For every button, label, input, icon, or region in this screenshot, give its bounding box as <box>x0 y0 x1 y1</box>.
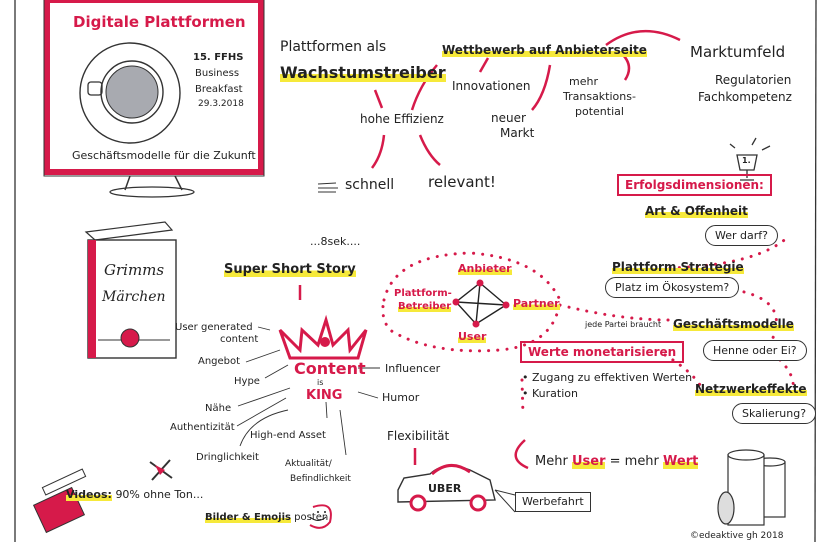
monetize-bullet-2-text: Kuration <box>532 387 578 400</box>
content-highend: High-end Asset <box>250 430 326 441</box>
smiley-icon <box>309 504 332 529</box>
monitor-icon <box>43 0 265 198</box>
result-user: User <box>571 454 606 469</box>
network-diamond <box>454 282 508 325</box>
success-item-2: Plattform Strategie <box>612 260 744 275</box>
network-left-1: Plattform- <box>394 288 452 299</box>
party-note: jede Partei braucht <box>585 320 662 329</box>
growth-intro: Plattformen als <box>280 39 387 55</box>
images-text: posten <box>294 512 329 523</box>
innovations-label: Innovationen <box>452 79 531 93</box>
videos-text: 90% ohne Ton... <box>115 488 204 501</box>
competition-headline: Wettbewerb auf Anbieterseite <box>442 43 647 58</box>
book-title-2: Märchen <box>102 289 166 305</box>
network-right: Partner <box>513 297 560 311</box>
relevant-label: relevant! <box>428 173 496 191</box>
flex-label: Flexibilität <box>387 429 450 443</box>
transactions-line3: potential <box>575 105 624 118</box>
result-mid: = mehr <box>609 454 659 469</box>
story-label: Super Short Story <box>224 262 356 278</box>
monetize-bullet-1-text: Zugang zu effektiven Werten <box>532 371 693 384</box>
trophy-icon <box>729 137 771 181</box>
book-icon <box>84 221 177 359</box>
images-label: Bilder & Emojis <box>205 512 291 523</box>
monitor-title: Digitale Plattformen <box>73 13 246 31</box>
credit: ©edeaktive gh 2018 <box>690 531 784 541</box>
content-authenticity: Authentizität <box>170 422 235 433</box>
fast-label: schnell <box>345 177 395 193</box>
success-question-1: Wer darf? <box>705 225 778 246</box>
monetize-headline: Werte monetarisieren <box>520 341 685 363</box>
new-market-line1: neuer <box>491 111 526 125</box>
network-nodes <box>452 279 510 328</box>
transactions-line1: mehr <box>569 75 598 88</box>
images-note: Bilder & Emojis posten <box>205 512 328 523</box>
network-bottom: User <box>458 330 487 344</box>
videos-note: Videos: 90% ohne Ton... <box>66 488 204 501</box>
content-hype: Hype <box>234 376 260 387</box>
content-is: is <box>317 378 324 387</box>
growth-headline: Wachstumstreiber <box>280 63 446 82</box>
schnell-lines <box>317 182 338 193</box>
ad-banner: Werbefahrt <box>515 492 591 513</box>
new-market-line2: Markt <box>500 126 535 140</box>
success-headline: Erfolgsdimensionen: <box>617 174 772 196</box>
success-question-3: Henne oder Ei? <box>703 340 807 361</box>
content-urgency: Dringlichkeit <box>196 452 259 463</box>
event-date: 29.3.2018 <box>198 99 244 109</box>
network-left-2: Betreiber <box>398 301 452 312</box>
result-value: Wert <box>663 454 699 469</box>
content-actuality-2: Befindlichkeit <box>290 474 351 484</box>
success-item-1: Art & Offenheit <box>645 204 748 219</box>
transactions-line2: Transaktions- <box>563 90 636 103</box>
content-influencer: Influencer <box>385 362 441 375</box>
market-item-2: Fachkompetenz <box>698 90 792 104</box>
right-border-line <box>814 0 817 542</box>
content-king: KING <box>306 388 343 403</box>
result-prefix: Mehr <box>535 454 568 469</box>
event-line2: Breakfast <box>195 84 243 95</box>
success-question-4: Skalierung? <box>732 403 817 424</box>
content-offer: Angebot <box>198 356 241 367</box>
content-ugc-2: content <box>220 334 259 345</box>
more-users-statement: Mehr User = mehr Wert <box>535 454 699 469</box>
network-top: Anbieter <box>458 262 512 276</box>
success-question-2: Platz im Ökosystem? <box>605 277 740 298</box>
crown-icon <box>278 314 368 360</box>
car-label: UBER <box>428 482 462 495</box>
market-item-1: Regulatorien <box>715 73 792 87</box>
content-ugc-1: User generated <box>175 322 253 333</box>
content-connectors <box>236 326 380 456</box>
success-item-4: Netzwerkeffekte <box>695 382 807 397</box>
content-proximity: Nähe <box>205 403 232 414</box>
event-name: 15. FFHS <box>193 52 244 63</box>
trophy-label: 1. <box>742 156 751 165</box>
monitor-footer: Geschäftsmodelle für die Zukunft <box>72 149 256 162</box>
coins-icon <box>717 449 786 526</box>
monetize-bullet-1: • Zugang zu effektiven Werten <box>522 371 693 384</box>
videos-label: Videos: <box>66 488 112 501</box>
book-title-1: Grimms <box>104 261 165 279</box>
content-title: Content <box>294 359 366 378</box>
uber-car-icon <box>397 464 516 513</box>
time-label: ...8sek.... <box>310 235 361 248</box>
smiley-eyes <box>317 511 326 513</box>
market-label: Marktumfeld <box>690 43 786 61</box>
efficiency-label: hohe Effizienz <box>360 112 444 126</box>
success-item-3: Geschäftsmodelle <box>673 317 794 332</box>
event-line1: Business <box>195 68 240 79</box>
content-actuality-1: Aktualität/ <box>285 459 332 469</box>
content-humor: Humor <box>382 391 420 404</box>
monetize-bullet-2: • Kuration <box>522 387 578 400</box>
